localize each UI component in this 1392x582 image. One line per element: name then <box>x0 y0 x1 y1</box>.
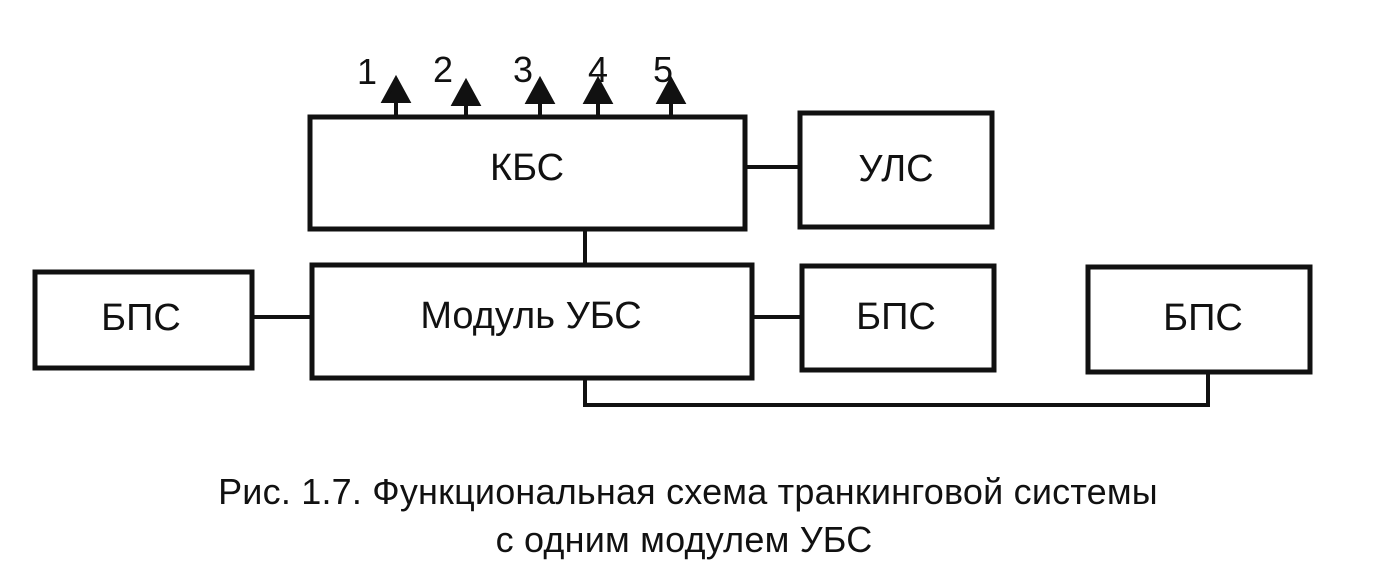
block-module-ubs: Модуль УБС <box>309 262 755 381</box>
port-number-1: 1 <box>357 51 377 92</box>
block-bps-right: БПС <box>1085 264 1313 375</box>
block-bps-middle: БПС <box>799 263 997 373</box>
arrow-output-5 <box>655 75 687 117</box>
port-number-5: 5 <box>653 49 673 90</box>
arrow-output-4 <box>582 75 614 117</box>
block-kbs: КБС <box>307 114 748 232</box>
connector-lines <box>252 165 1210 407</box>
block-uls-label: УЛС <box>858 148 933 190</box>
block-bps-middle-label: БПС <box>856 296 936 338</box>
block-module-ubs-label: Модуль УБС <box>420 295 641 337</box>
block-bps-right-label: БПС <box>1163 297 1243 339</box>
block-kbs-label: КБС <box>490 147 564 189</box>
arrow-output-2 <box>450 77 482 117</box>
port-numbers: 1 2 3 4 5 <box>357 49 673 92</box>
port-number-3: 3 <box>513 49 533 90</box>
block-bps-left: БПС <box>32 269 255 371</box>
figure-caption-line-2: с одним модулем УБС <box>495 519 873 560</box>
arrow-output-1 <box>380 74 412 117</box>
output-arrows <box>380 74 687 117</box>
block-bps-left-label: БПС <box>101 297 181 339</box>
port-number-4: 4 <box>588 49 608 90</box>
port-number-2: 2 <box>433 49 453 90</box>
block-uls: УЛС <box>797 110 995 230</box>
arrow-output-3 <box>524 75 556 117</box>
link-module-bps-right <box>583 372 1210 407</box>
figure-caption-line-1: Рис. 1.7. Функциональная схема транкинго… <box>218 471 1158 512</box>
